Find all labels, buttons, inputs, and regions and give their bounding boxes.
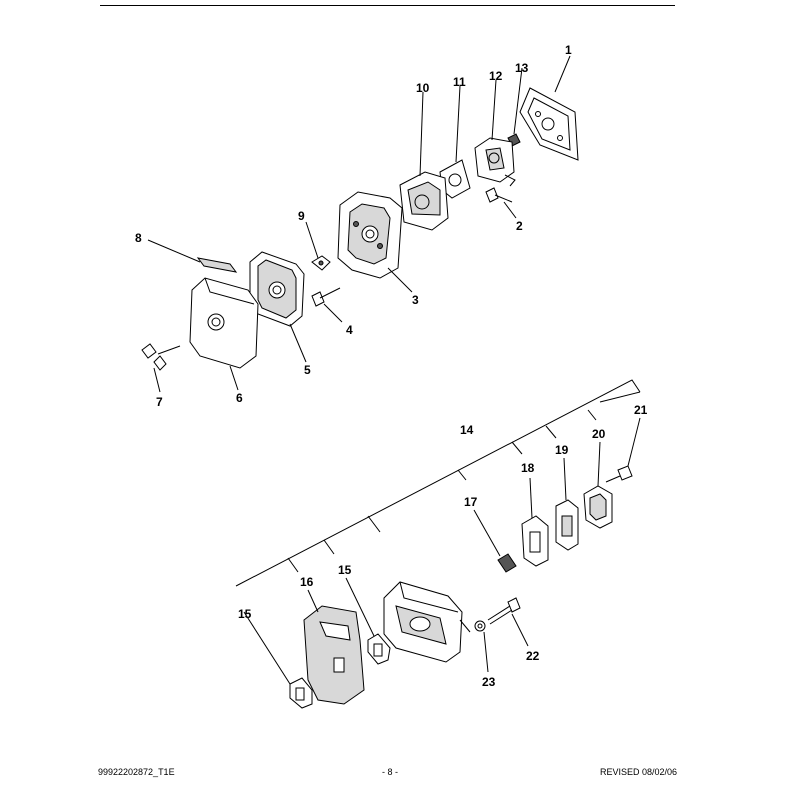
callout-19: 19 bbox=[555, 443, 569, 457]
callout-21: 21 bbox=[634, 403, 648, 417]
part-23-washer bbox=[474, 620, 486, 632]
callout-9: 9 bbox=[298, 209, 305, 223]
muffler-body bbox=[383, 581, 471, 663]
part-1-gasket bbox=[519, 87, 579, 161]
callout-15-middle: 15 bbox=[338, 563, 352, 577]
callouts-upper: 1 13 12 11 10 2 9 8 3 4 5 6 7 bbox=[135, 43, 572, 409]
top-rule bbox=[100, 5, 675, 6]
callout-16: 16 bbox=[300, 575, 314, 589]
callout-1: 1 bbox=[565, 43, 572, 57]
callout-2: 2 bbox=[516, 219, 523, 233]
part-21-bolt bbox=[605, 465, 633, 483]
part-19-gasket bbox=[555, 499, 579, 551]
callout-10: 10 bbox=[416, 81, 430, 95]
callout-20: 20 bbox=[592, 427, 606, 441]
part-15-gasket-left bbox=[289, 677, 313, 709]
callout-17: 17 bbox=[464, 495, 478, 509]
part-22-bolt bbox=[487, 597, 521, 625]
part-7-wing-bolt bbox=[141, 343, 181, 371]
footer-page-number: - 8 - bbox=[382, 767, 399, 777]
callout-13: 13 bbox=[515, 61, 529, 75]
callout-15-left: 15 bbox=[238, 607, 252, 621]
part-15-gasket-middle bbox=[367, 633, 391, 665]
callout-12: 12 bbox=[489, 69, 503, 83]
callout-6: 6 bbox=[236, 391, 243, 405]
callout-14: 14 bbox=[460, 423, 474, 437]
callout-11: 11 bbox=[453, 75, 466, 89]
callout-5: 5 bbox=[304, 363, 311, 377]
footer-document-number: 99922202872_T1E bbox=[98, 767, 175, 777]
part-18-plate bbox=[521, 515, 549, 567]
part-9-clip bbox=[311, 255, 331, 271]
callout-3: 3 bbox=[412, 293, 419, 307]
part-10-adaptor bbox=[399, 171, 449, 231]
leader-lines-lower bbox=[243, 417, 641, 685]
callout-4: 4 bbox=[346, 323, 353, 337]
callout-23: 23 bbox=[482, 675, 496, 689]
part-6-air-cleaner-cover bbox=[189, 277, 259, 369]
callout-7: 7 bbox=[156, 395, 163, 409]
part-3-air-cleaner-base bbox=[337, 191, 403, 279]
assembly-14-bracket bbox=[235, 379, 641, 587]
part-4-bolt bbox=[311, 287, 341, 307]
callouts-lower: 21 20 14 19 18 17 16 15 15 22 23 bbox=[238, 403, 648, 689]
part-20-plate bbox=[583, 485, 613, 529]
callout-18: 18 bbox=[521, 461, 535, 475]
callout-8: 8 bbox=[135, 231, 142, 245]
part-2-screw bbox=[485, 187, 513, 203]
part-5-air-filter bbox=[249, 251, 305, 327]
part-16-heat-shield bbox=[303, 605, 365, 705]
part-12-carburetor bbox=[474, 137, 516, 187]
part-17-cap bbox=[497, 553, 517, 573]
footer-revision-date: REVISED 08/02/06 bbox=[600, 767, 678, 777]
part-8-label bbox=[196, 257, 238, 273]
callout-22: 22 bbox=[526, 649, 540, 663]
leader-lines-upper bbox=[147, 55, 571, 393]
